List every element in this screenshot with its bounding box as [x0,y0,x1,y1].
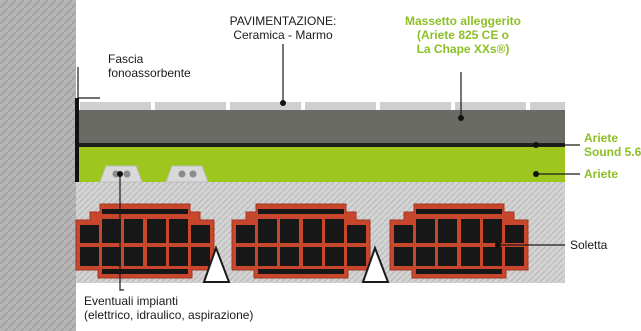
label-fascia-line2: fonoassorbente [108,66,191,80]
spacer-triangle [202,245,231,283]
edge-strip [75,98,79,182]
label-ariete-sound: Ariete Sound 5.6 [584,131,641,159]
label-pavimentazione-title: PAVIMENTAZIONE: [229,14,337,28]
wall [0,0,76,331]
label-massetto-line3-text: La Chape XXs [416,42,497,56]
label-impianti: Eventuali impianti (elettrico, idraulico… [84,294,253,322]
brick-block [231,203,371,279]
label-massetto-line1: Massetto alleggerito [404,14,522,28]
label-massetto-line2: (Ariete 825 CE o [416,28,510,42]
tile-row [80,102,565,110]
label-impianti-line1: Eventuali impianti [84,294,179,308]
label-impianti-line2: (elettrico, idraulico, aspirazione) [84,308,254,322]
screed-layer [76,110,565,143]
label-massetto-line3: La Chape XXs®) [397,42,529,56]
sound-membrane [76,143,565,147]
label-ariete: Ariete [584,167,619,181]
leader-lines [77,44,580,291]
label-pavimentazione: PAVIMENTAZIONE: Ceramica - Marmo [222,14,344,42]
label-sound-line1: Ariete [584,131,619,145]
label-soletta: Soletta [570,238,608,252]
label-sound-line2: Sound 5.6 [584,145,641,159]
label-massetto: Massetto alleggerito (Ariete 825 CE o La… [397,14,529,56]
brick-block [389,203,529,279]
brick-block [75,203,215,279]
label-massetto-mark: ®) [496,42,510,56]
spacer-triangle [361,245,390,283]
label-fascia-line1: Fascia [108,52,144,66]
leader-dots [117,100,539,248]
ariete-layer [76,146,565,182]
pipe-block [165,165,209,183]
label-fascia: Fascia fonoassorbente [108,52,191,80]
label-pavimentazione-sub: Ceramica - Marmo [233,28,333,42]
